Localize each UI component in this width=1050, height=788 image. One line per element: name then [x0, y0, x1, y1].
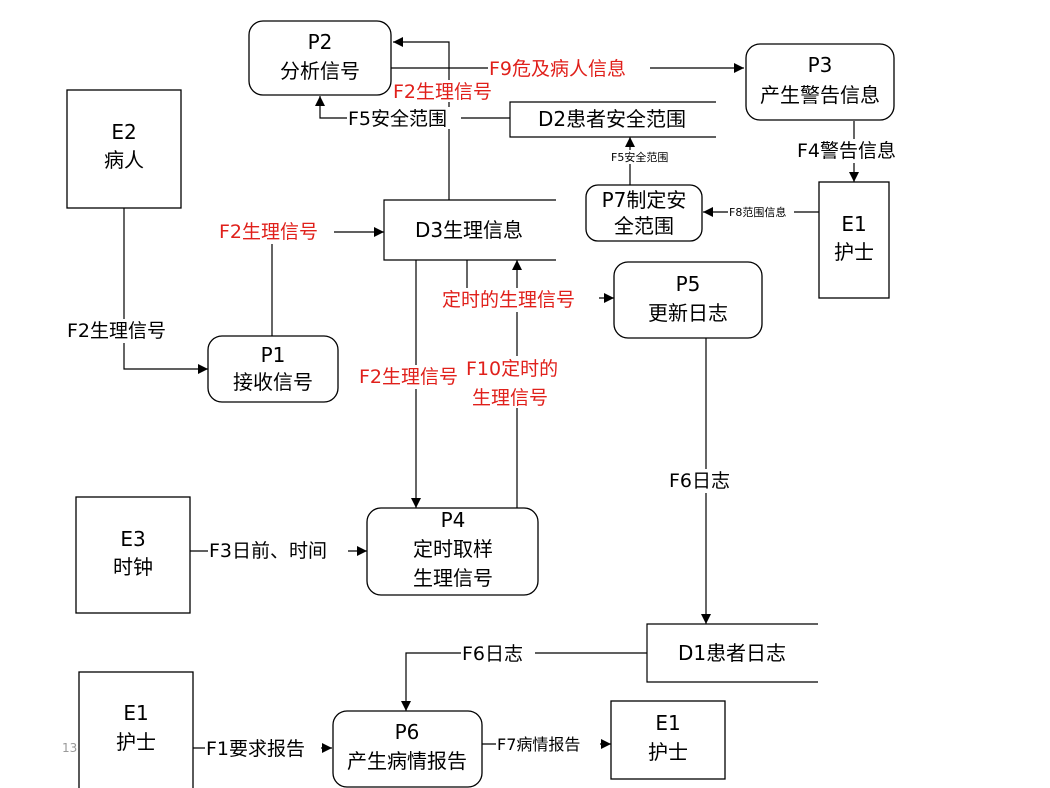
e1-bottom-id: E1: [123, 701, 148, 725]
p6-label: 产生病情报告: [347, 749, 467, 773]
f7-label: F7病情报告: [497, 735, 580, 754]
e2-entity: [66, 89, 182, 209]
f1-label: F1要求报告: [206, 738, 305, 760]
p6-id: P6: [395, 720, 420, 744]
e1-right-id: E1: [655, 711, 680, 735]
f10-line2: 生理信号: [472, 387, 548, 409]
p4-line3: 生理信号: [413, 566, 493, 590]
f2-mid-label: F2生理信号: [359, 366, 458, 388]
f8-label: F8范围信息: [729, 205, 786, 219]
f2-e2-label: F2生理信号: [67, 320, 166, 342]
p5-label: 更新日志: [648, 301, 728, 325]
f10-line1: F10定时的: [466, 358, 558, 380]
p7-process: [585, 184, 703, 242]
p2-label: 分析信号: [280, 59, 360, 83]
page-number: 13: [62, 741, 77, 755]
e3-id: E3: [120, 527, 145, 551]
e1-top-id: E1: [841, 212, 866, 236]
e3-label: 时钟: [113, 555, 153, 579]
f6-left-label: F6日志: [462, 643, 523, 665]
d3-label: D3生理信息: [415, 218, 523, 242]
p3-label: 产生警告信息: [760, 83, 880, 107]
e1-right-entity: [610, 700, 726, 780]
p1-process: [207, 335, 339, 403]
d2-label: D2患者安全范围: [538, 107, 686, 131]
f2-top-label: F2生理信号: [393, 81, 492, 103]
e1-bottom-label: 护士: [116, 730, 156, 754]
p1-label: 接收信号: [233, 370, 313, 394]
d2-datastore: [509, 101, 716, 138]
e1-bottom-entity: [78, 671, 194, 788]
p3-process: [745, 43, 895, 121]
e1-top-label: 护士: [834, 240, 874, 264]
p3-id: P3: [808, 53, 833, 77]
p5-process: [613, 261, 763, 339]
f2-top-flow-line: [393, 37, 450, 200]
f4-label: F4警告信息: [797, 140, 896, 162]
f5-top-label: F5安全范围: [348, 108, 447, 130]
p2-process: [248, 20, 392, 96]
f2-to-d3-label: F2生理信号: [219, 221, 318, 243]
f2-to-d3-flow-line: [271, 227, 384, 336]
f5-small-label: F5安全范围: [611, 150, 668, 164]
e1-right-label: 护士: [648, 740, 688, 764]
f3-label: F3日前、时间: [209, 540, 327, 562]
f6-left-flow-line: [401, 652, 647, 711]
e1-top-entity: [818, 181, 890, 299]
e2-id: E2: [111, 120, 136, 144]
d3-datastore: [383, 199, 556, 261]
d1-datastore: [646, 623, 818, 683]
p1-id: P1: [261, 343, 286, 367]
f9-label: F9危及病人信息: [489, 58, 626, 80]
p4-line2: 定时取样: [413, 537, 493, 561]
f6-vertical-label: F6日志: [669, 470, 730, 492]
timed-label: 定时的生理信号: [442, 289, 575, 311]
d1-label: D1患者日志: [678, 641, 786, 665]
e3-entity: [75, 496, 191, 614]
p7-line2: 全范围: [614, 214, 674, 238]
p6-process: [332, 710, 483, 788]
e2-label: 病人: [104, 148, 144, 172]
p2-id: P2: [308, 30, 333, 54]
p5-id: P5: [676, 272, 701, 296]
p4-process: [366, 507, 539, 596]
p4-id: P4: [441, 508, 466, 532]
p7-line1: P7制定安: [602, 188, 687, 212]
f2-e2-flow-line: [123, 208, 208, 374]
